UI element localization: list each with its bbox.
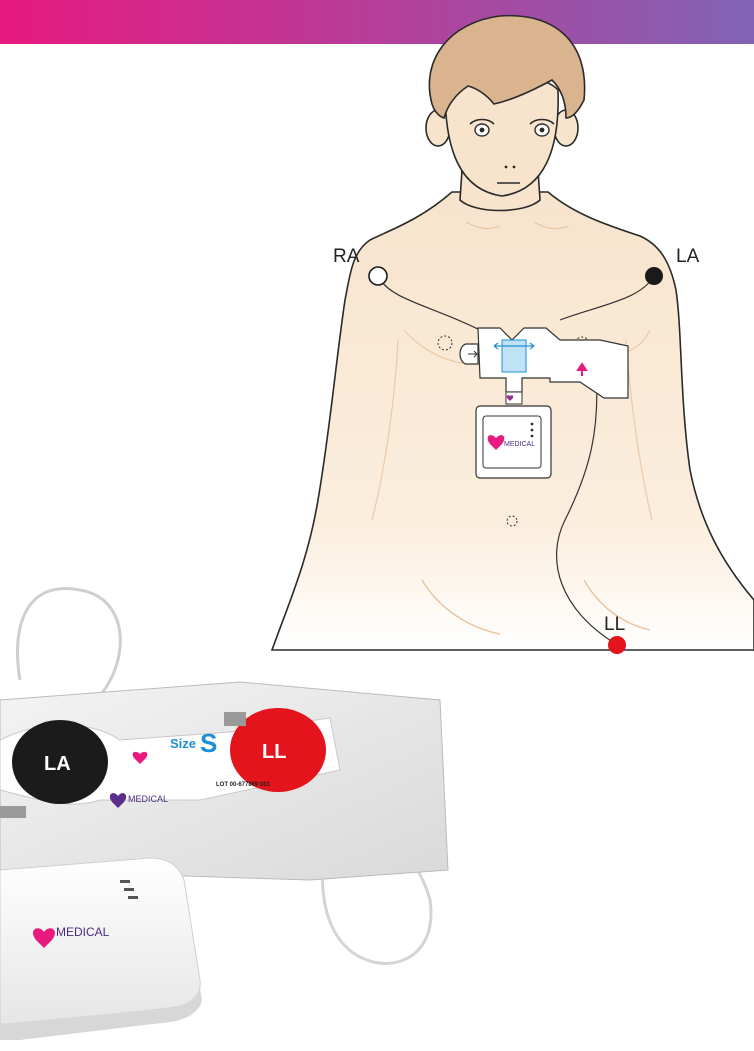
la-electrode-icon (645, 267, 663, 285)
photo-ll-text: LL (262, 741, 286, 763)
ll-label: LL (604, 614, 625, 635)
la-label: LA (676, 246, 700, 267)
photo-size-letter: S (200, 728, 217, 758)
photo-recorder-device (0, 858, 200, 1024)
ra-electrode-icon (369, 267, 387, 285)
person-figure (272, 16, 754, 650)
product-photo: LA LL Size S MEDICAL LOT 00-677869 001 M… (0, 588, 448, 1040)
photo-la-text: LA (44, 753, 71, 775)
ra-label: RA (333, 246, 360, 267)
patch-sensor-window (502, 340, 526, 372)
photo-size-word: Size (170, 736, 196, 751)
photo-device-brand: MEDICAL (56, 925, 110, 939)
device-diagram-brand: MEDICAL (504, 441, 535, 448)
ll-electrode-icon (608, 636, 626, 654)
recorder-device-diagram: MEDICAL (476, 406, 551, 478)
photo-pad-brand: MEDICAL (128, 794, 168, 804)
photo-lot-text: LOT 00-677869 001 (216, 782, 271, 788)
